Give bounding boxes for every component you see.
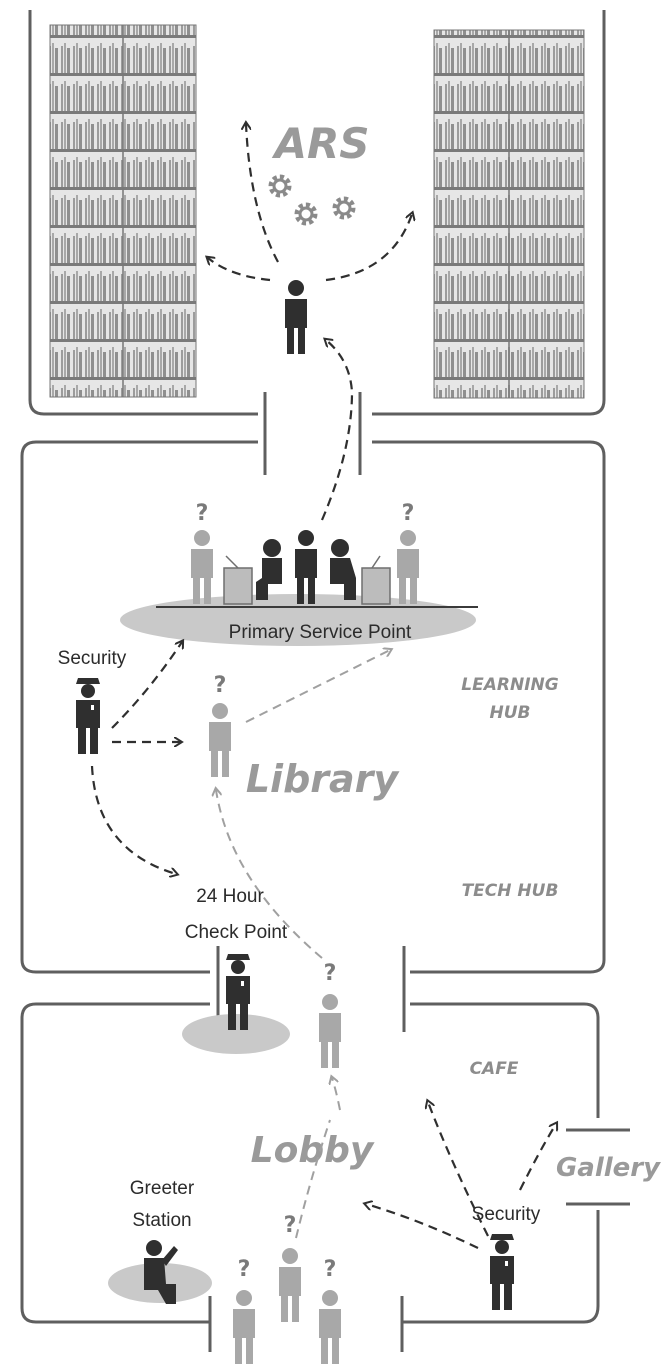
checkpoint-label-line2: Check Point [185,922,288,943]
main-entrance-doorway [208,1296,404,1352]
greeter-label-line1: Greeter [130,1178,195,1199]
security-library-arrows [90,642,182,874]
service-staff-group [256,530,356,604]
patron-library-middle: ? [209,673,231,777]
cafe-label: CAFE [470,1059,519,1079]
library-room-walls [20,440,606,974]
svg-text:?: ? [214,673,227,698]
person-icon [285,280,307,354]
svg-text:?: ? [196,501,209,526]
bookshelf-right [433,29,585,399]
tech-hub-label: TECH HUB [462,881,559,901]
library-label: Library [246,757,401,801]
patron-waiting-left: ? [191,501,213,604]
learning-hub-label-line2: HUB [490,703,531,723]
svg-text:?: ? [238,1257,251,1282]
service-desk-carts [223,555,391,605]
person-icon [397,530,419,604]
lobby-label: Lobby [251,1130,375,1171]
service-to-ars-arrow [320,340,354,521]
primary-service-point-label: Primary Service Point [229,622,412,643]
person-icon [191,530,213,604]
learning-hub-label-line1: LEARNING [461,675,558,695]
security-lobby-label: Security [472,1204,541,1225]
svg-text:?: ? [402,501,415,526]
security-officer-library [76,678,100,754]
patron-waiting-right: ? [397,501,419,604]
svg-text:?: ? [324,1257,337,1282]
patron-entering-1: ? [279,1213,301,1322]
checkpoint-floor [182,1014,290,1054]
gallery-label: Gallery [556,1153,661,1183]
patron-lobby-entry: ? [319,961,341,1068]
ars-staff-person [285,280,307,354]
patron-flow-arrows [216,650,390,959]
bookshelf-left [49,24,197,398]
ars-label: ARS [271,119,369,168]
person-icon [209,703,231,777]
ars-room-walls [28,10,606,416]
svg-text:?: ? [284,1213,297,1238]
security-lobby-arrows [366,1102,556,1249]
svg-text:?: ? [324,961,337,986]
person-icon [279,1248,301,1322]
gear-icon [271,177,353,223]
gallery-doorway [566,1128,630,1206]
security-library-label: Security [58,648,127,669]
ars-arrows [208,124,412,282]
person-icon [295,530,317,604]
greeter-person [144,1240,178,1304]
person-icon [233,1290,255,1364]
lobby-room-walls [20,1002,600,1324]
person-icon [319,1290,341,1364]
patron-entering-2: ? [233,1257,255,1364]
greeter-label-line2: Station [132,1210,191,1231]
security-officer-lobby [490,1234,514,1310]
security-officer-icon [76,678,100,754]
patron-entering-3: ? [319,1257,341,1364]
person-icon [319,994,341,1068]
security-officer-icon [490,1234,514,1310]
checkpoint-label-line1: 24 Hour [196,886,264,907]
lobby-patron-arrows [295,1078,341,1239]
ars-library-doorway [263,392,362,475]
